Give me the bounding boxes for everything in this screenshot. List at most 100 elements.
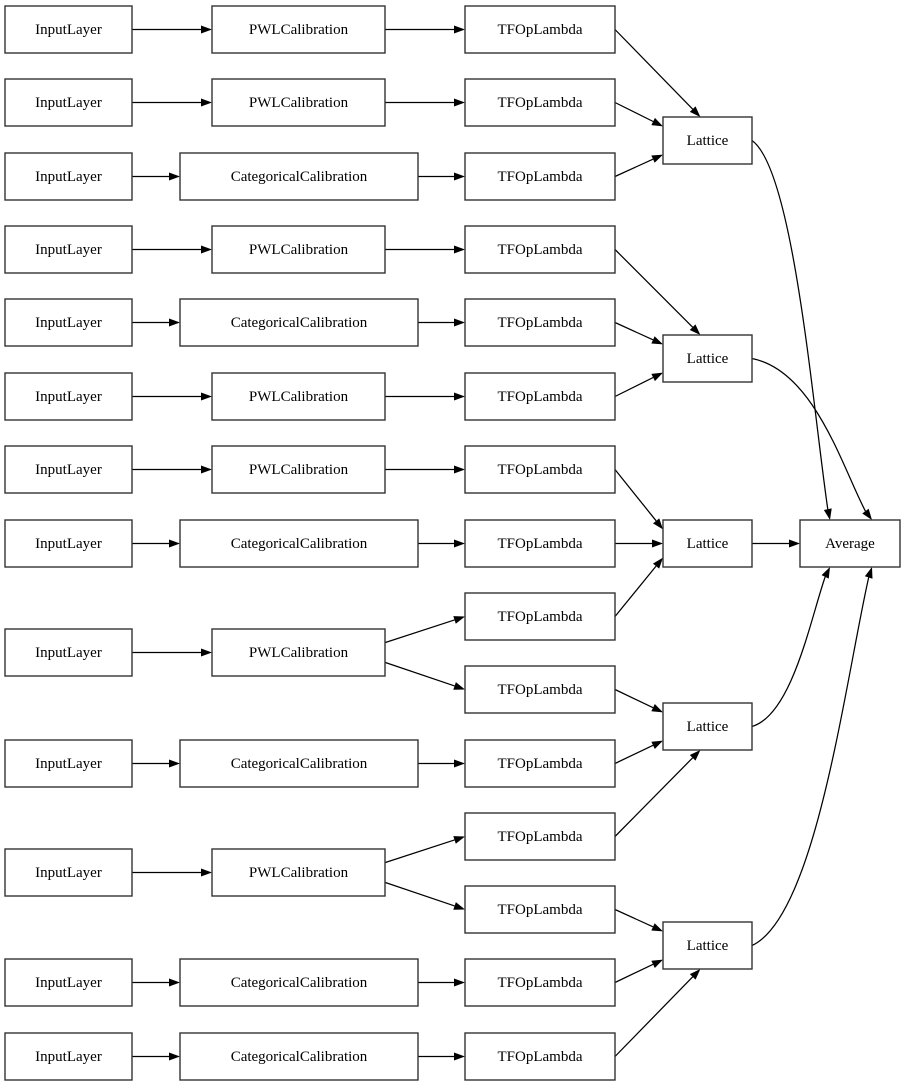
- node-lattice-lat1[interactable]: Lattice: [662, 116, 753, 165]
- node-box[interactable]: [799, 519, 901, 568]
- node-box[interactable]: [179, 298, 419, 347]
- node-box[interactable]: [179, 152, 419, 201]
- node-tfoplambda-op3[interactable]: TFOpLambda: [464, 152, 616, 201]
- node-tfoplambda-op1[interactable]: TFOpLambda: [464, 5, 616, 54]
- node-inputlayer-in6[interactable]: InputLayer: [4, 372, 133, 421]
- node-pwlcalibration-cal7[interactable]: PWLCalibration: [211, 445, 386, 494]
- node-box[interactable]: [4, 78, 133, 127]
- node-categoricalcalibration-cal5[interactable]: CategoricalCalibration: [179, 298, 419, 347]
- node-inputlayer-in7[interactable]: InputLayer: [4, 445, 133, 494]
- node-lattice-lat2[interactable]: Lattice: [662, 334, 753, 383]
- node-tfoplambda-op4[interactable]: TFOpLambda: [464, 225, 616, 274]
- node-inputlayer-in1[interactable]: InputLayer: [4, 5, 133, 54]
- node-tfoplambda-op8[interactable]: TFOpLambda: [464, 519, 616, 568]
- node-tfoplambda-op15[interactable]: TFOpLambda: [464, 1032, 616, 1081]
- node-box[interactable]: [4, 958, 133, 1007]
- node-tfoplambda-op12[interactable]: TFOpLambda: [464, 812, 616, 861]
- node-pwlcalibration-cal11[interactable]: PWLCalibration: [211, 848, 386, 897]
- node-box[interactable]: [464, 225, 616, 274]
- node-tfoplambda-op2[interactable]: TFOpLambda: [464, 78, 616, 127]
- node-box[interactable]: [464, 152, 616, 201]
- node-box[interactable]: [179, 958, 419, 1007]
- node-box[interactable]: [4, 739, 133, 788]
- node-tfoplambda-op13[interactable]: TFOpLambda: [464, 885, 616, 934]
- node-box[interactable]: [4, 628, 133, 677]
- node-box[interactable]: [211, 372, 386, 421]
- node-categoricalcalibration-cal10[interactable]: CategoricalCalibration: [179, 739, 419, 788]
- edge-line: [614, 29, 694, 110]
- node-pwlcalibration-cal1[interactable]: PWLCalibration: [211, 5, 386, 54]
- node-box[interactable]: [179, 739, 419, 788]
- node-box[interactable]: [4, 372, 133, 421]
- node-box[interactable]: [464, 519, 616, 568]
- node-box[interactable]: [211, 848, 386, 897]
- node-box[interactable]: [662, 921, 753, 970]
- node-inputlayer-in10[interactable]: InputLayer: [4, 739, 133, 788]
- node-box[interactable]: [464, 298, 616, 347]
- node-categoricalcalibration-cal3[interactable]: CategoricalCalibration: [179, 152, 419, 201]
- edge-line: [614, 101, 654, 123]
- node-box[interactable]: [464, 739, 616, 788]
- node-tfoplambda-op14[interactable]: TFOpLambda: [464, 958, 616, 1007]
- node-box[interactable]: [464, 665, 616, 714]
- node-pwlcalibration-cal2[interactable]: PWLCalibration: [211, 78, 386, 127]
- node-box[interactable]: [4, 298, 133, 347]
- node-box[interactable]: [211, 628, 386, 677]
- node-tfoplambda-op7[interactable]: TFOpLambda: [464, 445, 616, 494]
- edge-pwlcalibration-to-tfoplambda: [385, 392, 465, 401]
- node-tfoplambda-op9[interactable]: TFOpLambda: [464, 592, 616, 641]
- node-box[interactable]: [179, 519, 419, 568]
- node-categoricalcalibration-cal12[interactable]: CategoricalCalibration: [179, 958, 419, 1007]
- node-box[interactable]: [464, 5, 616, 54]
- node-categoricalcalibration-cal8[interactable]: CategoricalCalibration: [179, 519, 419, 568]
- edge-tfoplambda-to-lattice: [614, 969, 701, 1057]
- node-box[interactable]: [662, 519, 753, 568]
- node-box[interactable]: [464, 1032, 616, 1081]
- node-box[interactable]: [464, 885, 616, 934]
- node-box[interactable]: [211, 78, 386, 127]
- node-inputlayer-in12[interactable]: InputLayer: [4, 958, 133, 1007]
- node-inputlayer-in13[interactable]: InputLayer: [4, 1032, 133, 1081]
- node-box[interactable]: [4, 225, 133, 274]
- node-box[interactable]: [211, 445, 386, 494]
- node-inputlayer-in4[interactable]: InputLayer: [4, 225, 133, 274]
- node-box[interactable]: [211, 225, 386, 274]
- node-tfoplambda-op11[interactable]: TFOpLambda: [464, 739, 616, 788]
- edge-categoricalcalibration-to-tfoplambda: [418, 172, 465, 181]
- node-box[interactable]: [662, 334, 753, 383]
- node-box[interactable]: [4, 519, 133, 568]
- node-box[interactable]: [464, 78, 616, 127]
- node-pwlcalibration-cal9[interactable]: PWLCalibration: [211, 628, 386, 677]
- node-box[interactable]: [662, 702, 753, 751]
- node-categoricalcalibration-cal13[interactable]: CategoricalCalibration: [179, 1032, 419, 1081]
- node-box[interactable]: [4, 848, 133, 897]
- node-box[interactable]: [4, 1032, 133, 1081]
- node-box[interactable]: [4, 5, 133, 54]
- node-box[interactable]: [4, 445, 133, 494]
- edge-arrowhead-icon: [454, 539, 465, 548]
- node-box[interactable]: [211, 5, 386, 54]
- node-box[interactable]: [464, 958, 616, 1007]
- node-box[interactable]: [464, 592, 616, 641]
- node-pwlcalibration-cal6[interactable]: PWLCalibration: [211, 372, 386, 421]
- node-inputlayer-in9[interactable]: InputLayer: [4, 628, 133, 677]
- node-lattice-lat5[interactable]: Lattice: [662, 921, 753, 970]
- node-pwlcalibration-cal4[interactable]: PWLCalibration: [211, 225, 386, 274]
- node-inputlayer-in5[interactable]: InputLayer: [4, 298, 133, 347]
- node-box[interactable]: [464, 445, 616, 494]
- node-lattice-lat4[interactable]: Lattice: [662, 702, 753, 751]
- node-average-avg[interactable]: Average: [799, 519, 901, 568]
- node-box[interactable]: [464, 372, 616, 421]
- node-inputlayer-in8[interactable]: InputLayer: [4, 519, 133, 568]
- node-inputlayer-in2[interactable]: InputLayer: [4, 78, 133, 127]
- node-box[interactable]: [4, 152, 133, 201]
- node-box[interactable]: [179, 1032, 419, 1081]
- node-lattice-lat3[interactable]: Lattice: [662, 519, 753, 568]
- node-tfoplambda-op5[interactable]: TFOpLambda: [464, 298, 616, 347]
- node-box[interactable]: [464, 812, 616, 861]
- node-tfoplambda-op10[interactable]: TFOpLambda: [464, 665, 616, 714]
- node-box[interactable]: [662, 116, 753, 165]
- node-tfoplambda-op6[interactable]: TFOpLambda: [464, 372, 616, 421]
- node-inputlayer-in3[interactable]: InputLayer: [4, 152, 133, 201]
- node-inputlayer-in11[interactable]: InputLayer: [4, 848, 133, 897]
